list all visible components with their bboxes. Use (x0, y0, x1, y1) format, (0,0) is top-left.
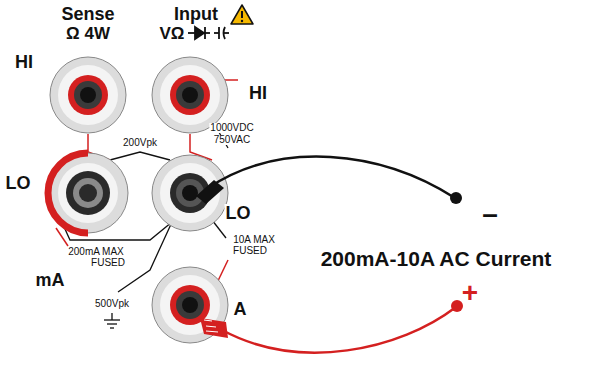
terminal-sense-hi (50, 57, 126, 133)
terminal-input-lo (152, 155, 228, 231)
terminal-sense-lo (48, 153, 128, 233)
terminal-heading: Input (174, 5, 218, 23)
terminal-amp (152, 267, 228, 343)
terminal-name: HI (15, 53, 33, 71)
terminal-name: LO (6, 174, 31, 192)
polarity-sign: – (482, 200, 498, 228)
measurement-title: 200mA-10A AC Current (321, 248, 552, 269)
voltage-rating: 1000VDC (209, 123, 254, 133)
polarity-sign: + (462, 279, 478, 307)
terminal-heading: VΩ (160, 25, 185, 42)
terminal-heading: Sense (61, 5, 114, 23)
ground-symbol (104, 313, 120, 328)
diode-capacitor-symbol (188, 27, 229, 39)
terminal-input-hi (152, 57, 228, 133)
fuse-rating: FUSED (90, 258, 126, 268)
terminal-name: LO (225, 204, 252, 222)
terminal-heading: Ω 4W (66, 25, 110, 42)
voltage-rating: 750VAC (213, 135, 252, 145)
voltage-rating: 200Vpk (122, 138, 158, 148)
fuse-rating: FUSED (232, 246, 268, 256)
terminal-name: mA (35, 271, 64, 289)
leader-lines (60, 120, 228, 292)
red-probe (200, 300, 463, 353)
terminal-name: HI (249, 84, 267, 102)
black-probe (196, 157, 462, 204)
fuse-rating: 200mA MAX (67, 247, 125, 257)
voltage-rating: 500Vpk (94, 299, 130, 309)
fuse-rating: 10A MAX (232, 235, 276, 245)
warning-triangle (231, 5, 253, 24)
terminal-name: A (234, 300, 247, 318)
